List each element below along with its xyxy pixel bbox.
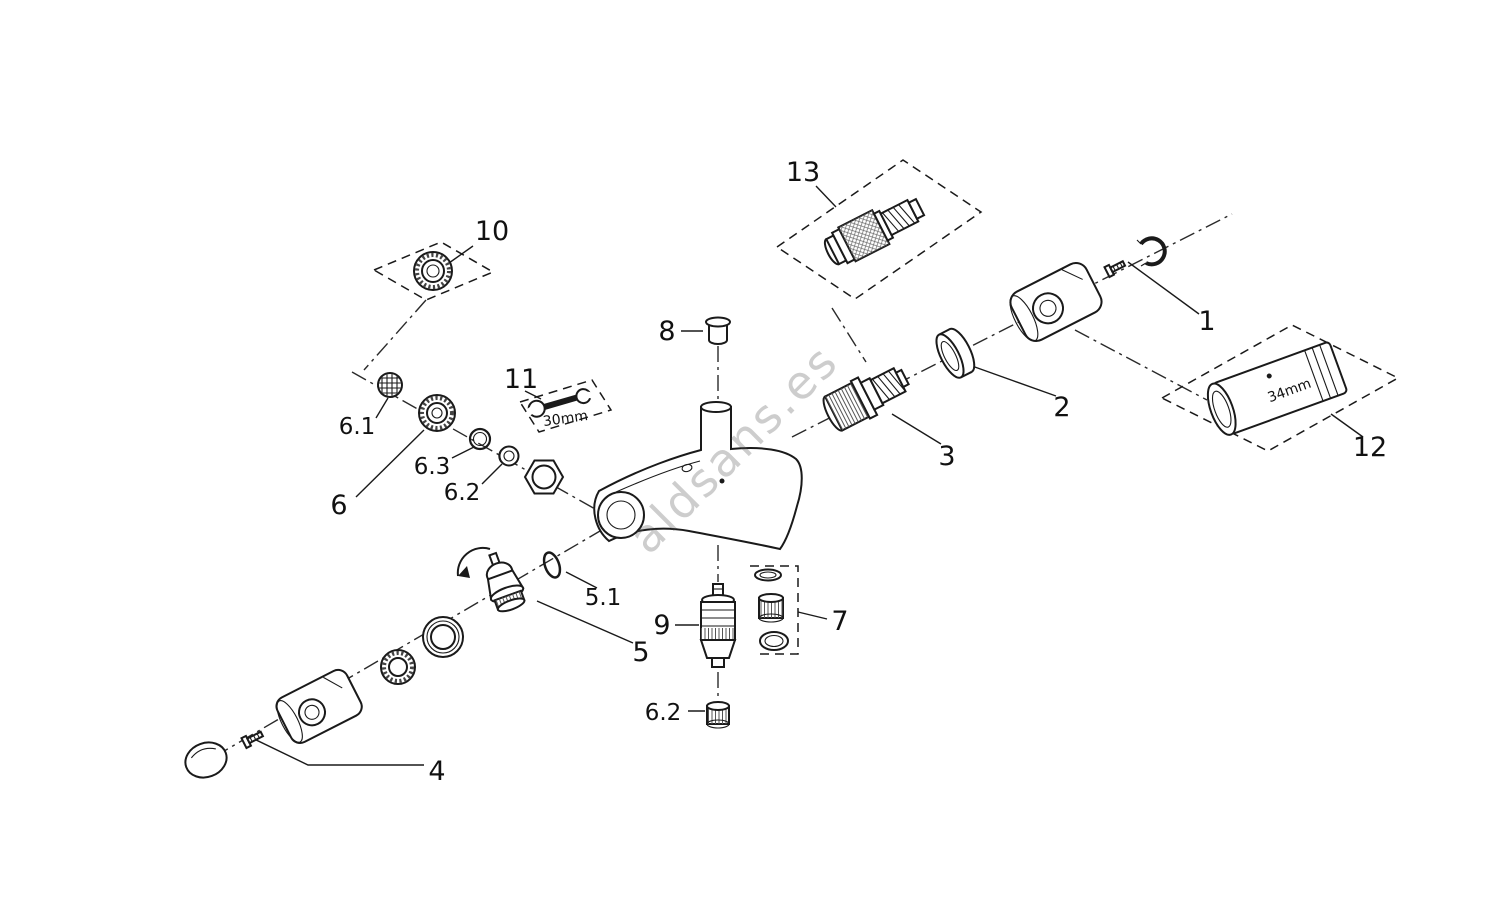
- faucet-body: [593, 401, 803, 551]
- part-13-box: [775, 159, 983, 300]
- part-5-diverter-knob: [485, 551, 526, 613]
- label-4: 4: [428, 756, 445, 787]
- leader-lines: [251, 185, 1364, 766]
- rotation-arrow: [456, 546, 491, 578]
- part-6-2-insert: [498, 445, 520, 467]
- part-1-screw: [1103, 259, 1127, 279]
- part-6-1-mesh-washer: [377, 372, 403, 398]
- label-10: 10: [475, 216, 509, 247]
- part-4-cap: [184, 741, 228, 779]
- part-7-knurled-cup: [758, 593, 784, 623]
- part-12-sleeve: 34mm: [1206, 341, 1348, 436]
- part-number-labels: 10 8 13 1 2 3 11 6.1 6.3 6.2 6 12 5.1 5 …: [330, 157, 1387, 787]
- label-3: 3: [938, 441, 955, 472]
- part-2-ring-nut: [935, 327, 976, 379]
- part-9-cartridge: [699, 583, 737, 668]
- part-10-fitting: [413, 251, 453, 291]
- part-13-coupling: [823, 197, 926, 266]
- label-8: 8: [658, 316, 675, 347]
- part-11-wrench-tool: [525, 388, 593, 418]
- part-4-knurled-nut: [380, 649, 416, 685]
- label-1: 1: [1198, 306, 1215, 337]
- label-5: 5: [632, 637, 649, 668]
- part-3-check-valve: [822, 366, 910, 432]
- part-6-nut: [523, 459, 565, 495]
- label-5-1: 5.1: [585, 585, 622, 611]
- part-1-housing: [1009, 262, 1103, 342]
- part-11-box: [518, 379, 613, 433]
- label-6-3: 6.3: [414, 454, 451, 480]
- part-5-1-o-ring: [542, 551, 562, 579]
- part-1-clip: [1136, 236, 1167, 267]
- part-8-plug: [705, 316, 731, 345]
- label-7: 7: [831, 606, 848, 637]
- part-6-2-bottom-insert: [706, 701, 730, 729]
- part-4-collar: [422, 616, 464, 658]
- label-6: 6: [330, 490, 347, 521]
- label-6-1: 6.1: [339, 414, 376, 440]
- part-7-washer: [754, 568, 782, 582]
- part-7-ring: [759, 631, 789, 651]
- part-7-bracket: [750, 565, 799, 655]
- part-10-box: [372, 241, 495, 301]
- label-2: 2: [1053, 392, 1070, 423]
- label-12: 12: [1353, 432, 1387, 463]
- assembly-axis-lines: [213, 213, 1233, 758]
- label-13: 13: [786, 157, 820, 188]
- part-6-3-o-ring: [468, 427, 492, 451]
- part-4-housing: [275, 668, 363, 744]
- label-6-2-bottom: 6.2: [645, 700, 682, 726]
- label-11: 11: [504, 364, 538, 395]
- label-6-2: 6.2: [444, 480, 481, 506]
- wrench-size-label: 30mm: [542, 408, 589, 430]
- part-6-aerator-body: [418, 394, 456, 432]
- label-9: 9: [653, 610, 670, 641]
- part-4-screw: [240, 730, 265, 750]
